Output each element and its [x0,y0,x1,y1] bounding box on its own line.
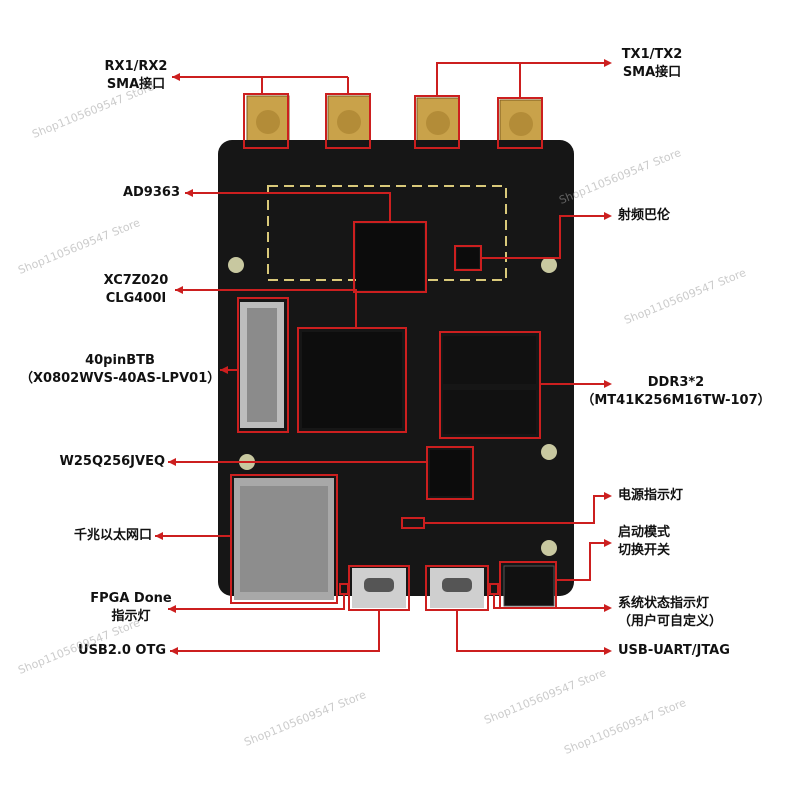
label-ad9363: AD9363 [122,185,180,200]
label-status-led-line2: （用户可自定义） [618,614,723,629]
label-tx-sma-line2: SMA接口 [622,65,682,80]
label-power-led: 电源指示灯 [618,488,684,503]
label-fpga: XC7Z020 CLG400I [96,272,176,308]
label-rx-sma-line1: RX1/RX2 [104,59,168,74]
label-fpga-done: FPGA Done 指示灯 [88,590,174,626]
label-status-led: 系统状态指示灯 （用户可自定义） [618,595,722,631]
label-fpga-line1: XC7Z020 [103,273,169,288]
label-boot-switch-line2: 切换开关 [618,543,671,558]
ddr-chip-1 [443,336,536,384]
label-tx-sma: TX1/TX2 SMA接口 [612,46,692,82]
label-ddr-line2: （MT41K256M16TW-107） [581,393,771,408]
label-ethernet: 千兆以太网口 [73,528,152,543]
label-btb: 40pinBTB （X0802WVS-40AS-LPV01） [20,352,220,388]
label-flash: W25Q256JVEQ [59,454,165,469]
ad9363-chip [356,224,424,290]
label-ddr-line1: DDR3*2 [647,375,705,390]
label-btb-line1: 40pinBTB [85,353,155,368]
fpga-chip [302,332,402,428]
label-rx-sma: RX1/RX2 SMA接口 [96,58,176,94]
label-usb-otg: USB2.0 OTG [78,643,166,658]
label-boot-switch: 启动模式 切换开关 [618,524,670,560]
callout-lines [155,62,605,652]
boot-switch [503,565,555,607]
label-status-led-line1: 系统状态指示灯 [618,596,710,611]
label-ddr: DDR3*2 （MT41K256M16TW-107） [576,374,776,410]
label-fpga-done-line1: FPGA Done [90,591,172,606]
label-boot-switch-line1: 启动模式 [618,525,671,540]
label-usb-uart: USB-UART/JTAG [618,643,730,658]
label-balun: 射频巴伦 [618,208,671,223]
label-fpga-done-line2: 指示灯 [111,609,151,624]
label-fpga-line2: CLG400I [105,291,167,306]
label-rx-sma-line2: SMA接口 [106,77,166,92]
flash-chip [430,450,470,496]
label-btb-line2: （X0802WVS-40AS-LPV01） [20,371,221,386]
arrowheads [155,59,612,655]
balun-chip [457,248,479,268]
label-tx-sma-line1: TX1/TX2 [621,47,683,62]
ddr-chip-2 [443,390,536,434]
